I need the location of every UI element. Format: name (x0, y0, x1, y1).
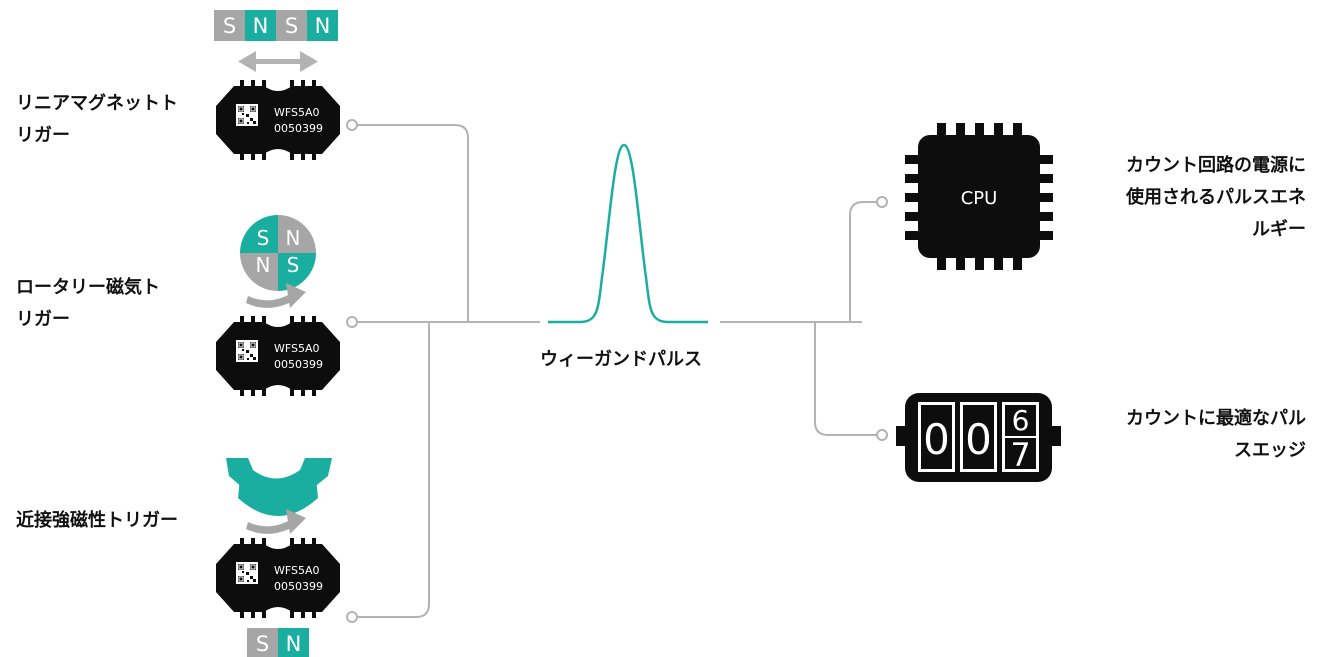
wiegand-pulse-label-text: ウィーガンドパルス (540, 349, 702, 370)
linear-trigger-label-line2: リガー (16, 125, 70, 146)
sensor-chip-1-line2: 0050399 (274, 122, 323, 135)
wiegand-sensor-chip-3: WFS5A0 0050399 (215, 537, 341, 619)
sensor-chip-1-line1: WFS5A0 (274, 106, 320, 119)
cpu-output-label: カウント回路の電源に 使用されるパルスエネ ルギー (1126, 150, 1306, 246)
wiegand-pulse-curve (548, 143, 708, 324)
proximity-trigger-label-line1: 近接強磁性トリガー (16, 510, 178, 531)
counter-digit-1: 0 (923, 415, 950, 464)
proximity-pole-1: S (256, 632, 269, 656)
sensor-chip-3-line2: 0050399 (274, 580, 323, 593)
rotary-pole-4: S (287, 253, 300, 277)
linear-magnet-pole-4: N (315, 14, 331, 38)
linear-magnet-pole-1: S (223, 14, 236, 38)
sensor-chip-2-line1: WFS5A0 (274, 342, 320, 355)
linear-magnet-pole-3: S (285, 14, 298, 38)
cpu-output-label-line3: ルギー (1252, 219, 1306, 240)
rotary-trigger-label-line2: リガー (16, 309, 70, 330)
connector-dots (346, 119, 888, 623)
mechanical-counter-icon: 0 0 6 7 (896, 393, 1061, 482)
connection-lines (357, 124, 877, 618)
curved-arrow-icon (246, 283, 306, 308)
curved-arrow-icon-2 (246, 509, 306, 534)
cpu-icon: CPU (905, 123, 1053, 270)
proximity-trigger-label: 近接強磁性トリガー (16, 505, 178, 537)
rotary-pole-2: N (286, 226, 301, 250)
double-arrow-icon (238, 51, 318, 72)
wiegand-sensor-chip-2: WFS5A0 0050399 (215, 315, 341, 397)
rotary-trigger-label-line1: ロータリー磁気ト (16, 277, 160, 298)
counter-digit-3: 6 (1012, 404, 1030, 437)
cpu-output-label-line2: 使用されるパルスエネ (1126, 187, 1306, 208)
rotary-pole-1: S (257, 226, 270, 250)
sensor-chip-2-line2: 0050399 (274, 358, 323, 371)
cpu-chip-label: CPU (961, 188, 998, 209)
wiegand-pulse-label: ウィーガンドパルス (540, 344, 702, 376)
gear-icon (226, 458, 332, 516)
linear-trigger-label: リニアマグネットト リガー (16, 88, 178, 152)
cpu-output-label-line1: カウント回路の電源に (1126, 155, 1306, 176)
rotary-magnet-disk: S N N S (240, 215, 316, 291)
sensor-chip-3-line1: WFS5A0 (274, 564, 320, 577)
counter-output-label: カウントに最適なパル スエッジ (1126, 403, 1306, 467)
rotary-pole-3: N (256, 253, 271, 277)
linear-trigger-label-line1: リニアマグネットト (16, 93, 178, 114)
proximity-pole-2: N (286, 632, 302, 656)
counter-output-label-line2: スエッジ (1234, 440, 1306, 461)
wiegand-sensor-chip-1: WFS5A0 0050399 (215, 79, 341, 161)
proximity-magnet-strip: S N (247, 628, 309, 657)
linear-magnet-pole-2: N (253, 14, 269, 38)
counter-digit-4: 7 (1010, 436, 1030, 474)
linear-magnet-strip: S N S N (214, 10, 338, 41)
counter-output-label-line1: カウントに最適なパル (1126, 408, 1306, 429)
rotary-trigger-label: ロータリー磁気ト リガー (16, 272, 160, 336)
counter-digit-2: 0 (965, 415, 992, 464)
